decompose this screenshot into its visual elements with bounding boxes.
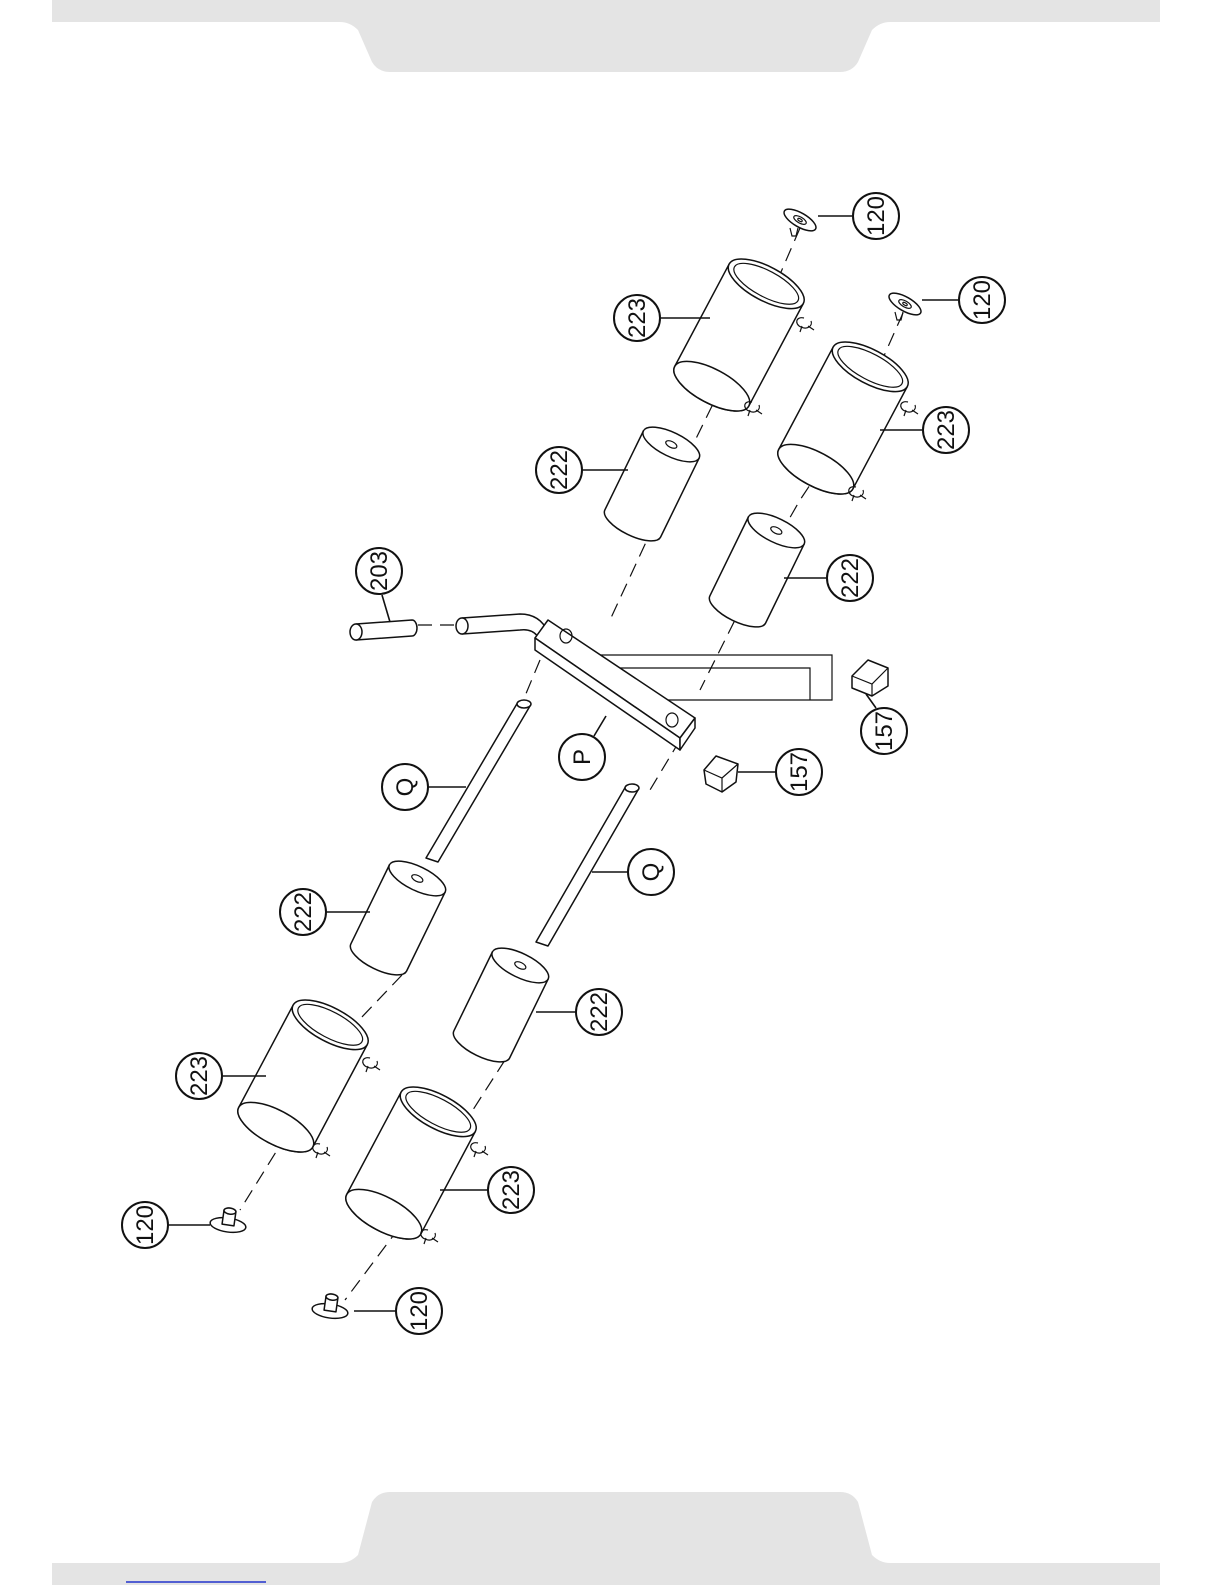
callout-223-bottom-b[interactable]: 223 (488, 1167, 534, 1213)
inner-tube-222-top-b (705, 506, 810, 634)
header-band (52, 0, 1160, 72)
callout-120-bottom-a-label: 120 (132, 1205, 159, 1245)
square-end-cap-157-right (852, 660, 888, 696)
callout-157-mid[interactable]: 157 (776, 749, 822, 795)
callout-120-top-b-label: 120 (969, 280, 996, 320)
callout-222-top-b[interactable]: 222 (827, 555, 873, 601)
callout-222-bottom-a-label: 222 (290, 892, 317, 932)
callout-223-bottom-a[interactable]: 223 (176, 1053, 222, 1099)
end-cap-120-bottom-b (311, 1292, 350, 1321)
grip-203 (350, 620, 417, 640)
callout-q-upper-label: Q (392, 778, 419, 797)
callout-223-bottom-a-label: 223 (186, 1056, 213, 1096)
callout-223-top-b-label: 223 (933, 410, 960, 450)
callout-157-right[interactable]: 157 (861, 708, 907, 754)
callout-203-label: 203 (366, 551, 393, 591)
callout-222-top-a-label: 222 (546, 450, 573, 490)
callout-120-bottom-b-label: 120 (406, 1291, 433, 1331)
footer-band (52, 1492, 1160, 1585)
callout-222-bottom-b-label: 222 (586, 992, 613, 1032)
callout-p-label: P (569, 749, 596, 765)
callout-222-top-b-label: 222 (837, 558, 864, 598)
callout-223-top-a-label: 223 (624, 298, 651, 338)
inner-tube-222-top-a (600, 420, 705, 548)
end-cap-120-top-b (886, 289, 924, 320)
callout-157-right-label: 157 (871, 711, 898, 751)
callout-p[interactable]: P (559, 734, 605, 780)
foam-sleeve-223-top-b (771, 332, 918, 504)
callout-223-bottom-b-label: 223 (498, 1170, 525, 1210)
callout-222-top-a[interactable]: 222 (536, 447, 582, 493)
end-cap-120-top-a (781, 205, 819, 236)
end-cap-120-bottom-a (209, 1206, 248, 1235)
rod-q-lower (536, 784, 639, 946)
callout-120-bottom-a[interactable]: 120 (122, 1202, 168, 1248)
rod-q-upper (426, 700, 531, 862)
foam-sleeve-223-top-a (667, 249, 814, 421)
callout-q-upper[interactable]: Q (382, 764, 428, 810)
callout-157-mid-label: 157 (786, 752, 813, 792)
square-end-cap-157-mid (704, 756, 738, 792)
inner-tube-222-bottom-a (346, 854, 451, 982)
inner-tube-222-bottom-b (449, 941, 554, 1069)
callout-223-top-a[interactable]: 223 (614, 295, 660, 341)
callout-120-top-a[interactable]: 120 (853, 193, 899, 239)
foam-sleeve-223-bottom-b (339, 1077, 488, 1249)
callout-203[interactable]: 203 (356, 548, 402, 594)
callout-223-top-b[interactable]: 223 (923, 407, 969, 453)
callout-222-bottom-a[interactable]: 222 (280, 889, 326, 935)
callout-q-lower[interactable]: Q (628, 849, 674, 895)
callout-120-top-a-label: 120 (863, 196, 890, 236)
callout-120-bottom-b[interactable]: 120 (396, 1288, 442, 1334)
callout-222-bottom-b[interactable]: 222 (576, 989, 622, 1035)
callout-120-top-b[interactable]: 120 (959, 277, 1005, 323)
callout-q-lower-label: Q (638, 863, 665, 882)
